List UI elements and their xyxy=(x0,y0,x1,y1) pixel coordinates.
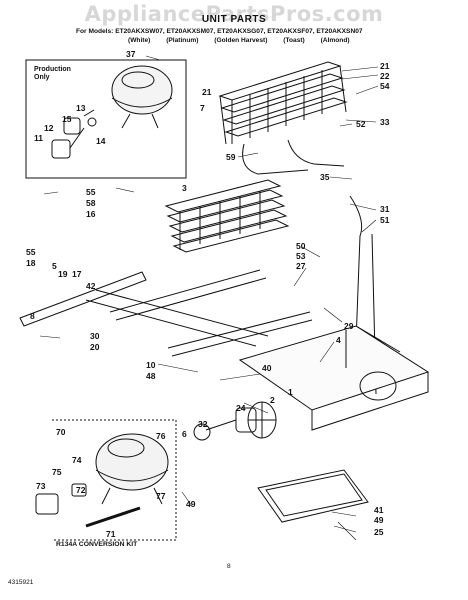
callout-18: 18 xyxy=(26,258,36,268)
callout-25: 25 xyxy=(374,527,384,537)
document-code: 4315921 xyxy=(8,579,34,586)
callout-37: 37 xyxy=(126,49,136,59)
diagram-title: UNIT PARTS xyxy=(201,14,267,25)
callout-50: 50 xyxy=(296,241,306,251)
callout-35: 35 xyxy=(320,172,330,182)
callout-55: 55 xyxy=(86,187,96,197)
callout-71: 71 xyxy=(106,529,116,539)
callout-21: 21 xyxy=(380,61,390,71)
kit-drier xyxy=(85,506,141,528)
callout-52: 52 xyxy=(356,119,366,129)
callout-14: 14 xyxy=(96,136,106,146)
kit-group-border xyxy=(52,419,177,541)
callout-33: 33 xyxy=(380,117,390,127)
callout-15: 15 xyxy=(62,114,72,124)
kit-overload xyxy=(71,483,87,497)
callout-48: 48 xyxy=(146,371,156,381)
production-only-inset xyxy=(25,59,187,179)
callout-40: 40 xyxy=(262,363,272,373)
callout-16: 16 xyxy=(86,209,96,219)
callout-4: 4 xyxy=(336,335,341,345)
callout-53: 53 xyxy=(296,251,306,261)
callout-19: 19 xyxy=(58,269,68,279)
callout-11: 11 xyxy=(34,133,43,143)
drain-pan xyxy=(257,469,369,523)
replacement-compressor xyxy=(95,433,169,505)
watermark: AppliancePartsPros.com xyxy=(84,2,384,26)
callout-73: 73 xyxy=(36,481,46,491)
callout-49: 49 xyxy=(186,499,196,509)
evaporator-coil xyxy=(164,179,290,253)
inset-relay xyxy=(51,139,71,159)
callout-5: 5 xyxy=(52,261,57,271)
callout-58: 58 xyxy=(86,198,96,208)
callout-75: 75 xyxy=(52,467,62,477)
color-platinum: (Platinum) xyxy=(166,37,199,44)
inset-compressor xyxy=(111,65,173,115)
callout-1: 1 xyxy=(288,387,293,397)
callout-6: 6 xyxy=(182,429,187,439)
callout-51: 51 xyxy=(380,215,390,225)
callout-31: 31 xyxy=(380,204,390,214)
callout-32: 32 xyxy=(198,419,208,429)
callout-20: 20 xyxy=(90,342,100,352)
color-golden-harvest: (Golden Harvest) xyxy=(214,37,268,44)
callout-17: 17 xyxy=(72,269,82,279)
leader-lines xyxy=(39,55,379,541)
machine-compartment-base xyxy=(238,325,430,431)
callout-55: 55 xyxy=(26,247,36,257)
color-variants: (White) (Platinum) (Golden Harvest) (Toa… xyxy=(128,37,364,44)
callout-21: 21 xyxy=(202,87,212,97)
callout-77: 77 xyxy=(156,491,166,501)
callout-30: 30 xyxy=(90,331,100,341)
callout-13: 13 xyxy=(76,103,86,113)
page-number: 8 xyxy=(227,563,231,570)
front-bracket xyxy=(19,271,147,327)
callout-76: 76 xyxy=(156,431,166,441)
callout-42: 42 xyxy=(86,281,96,291)
models-line: For Models: ET20AKXSW07, ET20AKXSM07, ET… xyxy=(76,28,363,35)
callout-24: 24 xyxy=(236,403,246,413)
color-almond: (Almond) xyxy=(320,37,350,44)
condenser-coil xyxy=(218,61,348,145)
callout-54: 54 xyxy=(380,81,390,91)
callout-7: 7 xyxy=(200,103,205,113)
inset-overload xyxy=(63,117,81,135)
kit-relay xyxy=(35,493,59,515)
callout-10: 10 xyxy=(146,360,156,370)
callout-22: 22 xyxy=(380,71,390,81)
callout-49: 49 xyxy=(374,515,384,525)
production-only-note: Production Only xyxy=(34,66,71,81)
callout-74: 74 xyxy=(72,455,82,465)
callout-27: 27 xyxy=(296,261,306,271)
line-art xyxy=(19,59,430,541)
callout-72: 72 xyxy=(76,485,86,495)
callout-12: 12 xyxy=(44,123,54,133)
callout-8: 8 xyxy=(30,311,35,321)
callout-59: 59 xyxy=(226,152,236,162)
callout-29: 29 xyxy=(344,321,354,331)
kit-label: R134A CONVERSION KIT xyxy=(56,541,138,548)
color-toast: (Toast) xyxy=(283,37,305,44)
callout-3: 3 xyxy=(182,183,187,193)
callout-41: 41 xyxy=(374,505,384,515)
color-white: (White) xyxy=(128,37,151,44)
callout-70: 70 xyxy=(56,427,66,437)
callout-2: 2 xyxy=(270,395,275,405)
